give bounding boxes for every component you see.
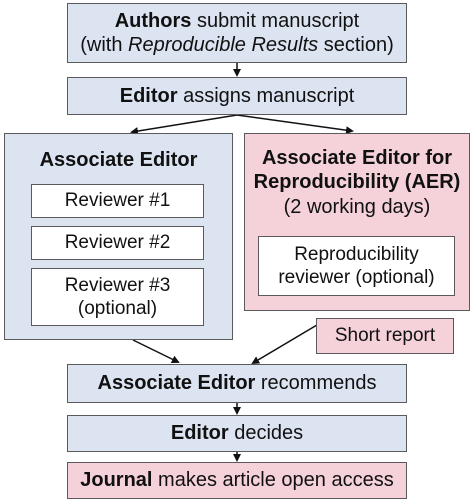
arrow-editor-to-aer <box>236 114 354 135</box>
editor-assigns-box: Editor assigns manuscript <box>67 77 407 115</box>
reproducibility-reviewer-line2: reviewer (optional) <box>278 267 435 288</box>
authors-line1: Authors submit manuscript <box>115 9 360 33</box>
decides-text: decides <box>228 422 304 445</box>
decides-bold: Editor <box>170 422 229 445</box>
recommends-line: Associate Editor recommends <box>98 371 377 395</box>
recommends-box: Associate Editor recommends <box>67 364 407 403</box>
short-report-box: Short report <box>316 318 454 354</box>
recommends-bold: Associate Editor <box>97 372 256 395</box>
reviewer-2-label: Reviewer #2 <box>64 232 171 254</box>
aer-title-line2: Reproducibility (AER) <box>253 171 461 194</box>
decides-line: Editor decides <box>171 421 303 445</box>
authors-line2: (with Reproducible Results section) <box>80 33 394 57</box>
authors-submit-box: Authors submit manuscript (with Reproduc… <box>67 3 407 63</box>
authors-line2-post: section) <box>318 34 394 56</box>
aer-subtitle: (2 working days) <box>283 195 431 218</box>
aer-title-line1: Associate Editor for <box>261 147 453 169</box>
associate-editor-title-text: Associate Editor <box>39 149 198 171</box>
reviewer-3-optional: (optional) <box>77 298 158 319</box>
associate-editor-title: Associate Editor <box>40 148 198 172</box>
reviewer-1-box: Reviewer #1 <box>31 184 204 218</box>
reviewer-3-box: Reviewer #3 (optional) <box>31 268 204 326</box>
recommends-text: recommends <box>255 372 377 395</box>
journal-bold: Journal <box>80 469 153 492</box>
authors-bold: Authors <box>114 9 192 32</box>
decides-box: Editor decides <box>67 415 407 452</box>
journal-text: makes article open access <box>152 469 394 492</box>
arrow-associate-to-recommends <box>132 339 180 363</box>
editor-assigns-line: Editor assigns manuscript <box>120 84 355 108</box>
journal-line: Journal makes article open access <box>80 468 393 492</box>
reviewer-1-label: Reviewer #1 <box>64 190 171 212</box>
journal-box: Journal makes article open access <box>67 462 407 499</box>
reviewer-3-label: Reviewer #3 <box>64 274 171 296</box>
reproducibility-reviewer-box: Reproducibility reviewer (optional) <box>258 236 455 296</box>
reproducibility-reviewer-line1: Reproducibility <box>294 243 419 265</box>
authors-text: submit manuscript <box>191 9 360 32</box>
arrow-aer-to-recommends <box>251 321 323 365</box>
reviewer-2-box: Reviewer #2 <box>31 226 204 260</box>
short-report-label: Short report <box>334 325 436 347</box>
authors-line2-pre: (with <box>80 34 129 56</box>
arrow-editor-to-associate <box>130 114 238 135</box>
authors-line2-italic: Reproducible Results <box>128 34 319 56</box>
editor-assigns-bold: Editor <box>119 84 178 107</box>
editor-assigns-text: assigns manuscript <box>177 84 355 107</box>
aer-title: Associate Editor for Reproducibility (AE… <box>254 146 461 219</box>
